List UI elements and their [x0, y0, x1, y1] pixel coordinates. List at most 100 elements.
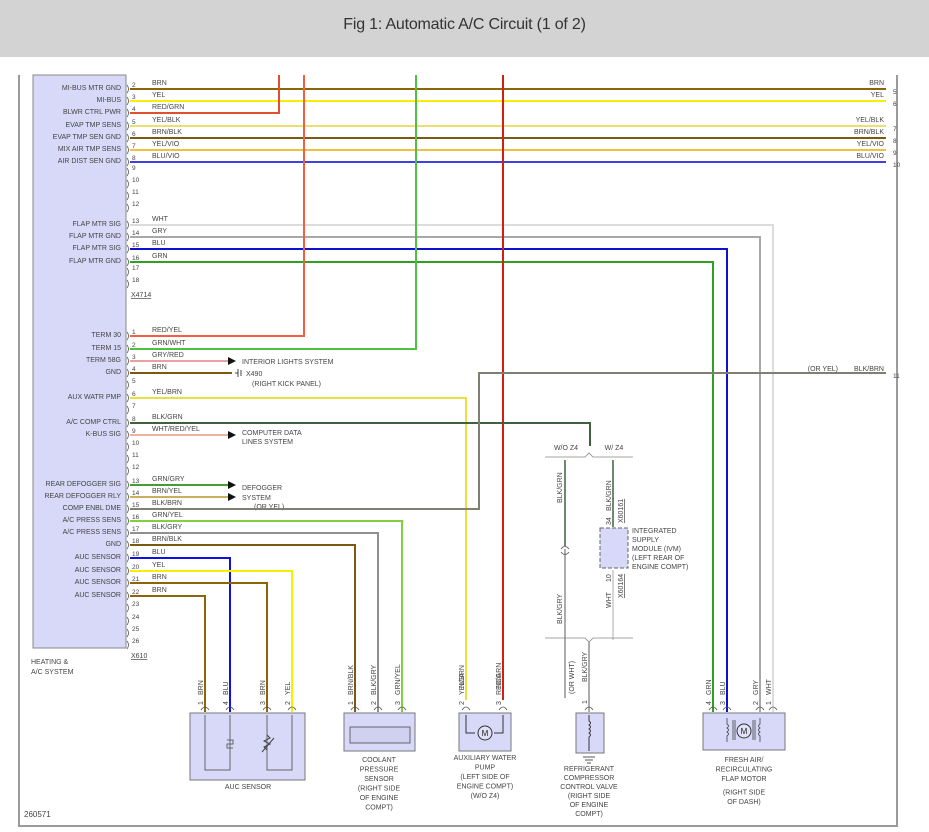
wire-color-label: GRN — [152, 253, 168, 260]
arrow-icon — [228, 431, 236, 439]
connector-joint-icon — [722, 706, 732, 711]
ivm-module-label: (LEFT REAR OF — [632, 555, 684, 562]
wire-color-label: GRN/WHT — [152, 340, 186, 347]
pin-number: 7 — [893, 126, 897, 133]
ground-id-label: X490 — [246, 371, 262, 378]
pin-function-label: K-BUS SIG — [86, 431, 121, 438]
pin-number: 3 — [260, 701, 267, 705]
wire-color-label: YEL/BRN — [459, 665, 466, 695]
pump-internal-circuit — [465, 715, 475, 734]
pin-number: 11 — [893, 373, 900, 380]
pin-number: 15 — [132, 242, 140, 249]
pin-number: 5 — [132, 119, 136, 126]
wire-color-label: WHT — [152, 216, 169, 223]
pin-function-label: FLAP MTR GND — [69, 233, 121, 240]
pin-function-label: BLWR CTRL PWR — [63, 109, 121, 116]
motor-symbol: M — [741, 727, 748, 736]
connector-joint-icon — [126, 516, 129, 526]
pin-number: 6 — [893, 101, 897, 108]
connector-joint-icon — [126, 232, 129, 242]
component-label: ENGINE COMPT) — [457, 784, 513, 791]
pin-number: 4 — [706, 701, 713, 705]
connector-joint-icon — [126, 528, 129, 538]
component-label: COMPT) — [575, 811, 603, 818]
connector-joint-icon — [126, 480, 129, 490]
connector-joint-icon — [126, 133, 129, 143]
wire-color-label: BLK/GRN — [152, 414, 183, 421]
nca-label: NCA — [459, 673, 466, 688]
pin-function-label: EVAP TMP SEN GND — [53, 134, 121, 141]
wire-color-label: GRN/YEL — [152, 512, 183, 519]
wire-color-label: BLK/GRY — [371, 664, 378, 695]
component-label: OF ENGINE — [570, 802, 609, 809]
wire-blu — [130, 557, 231, 712]
connector-joint-icon — [126, 418, 129, 428]
connector-joint-icon — [126, 405, 129, 415]
pin-function-label: AUX WATR PMP — [68, 394, 122, 401]
destination-label: LINES SYSTEM — [242, 439, 293, 446]
connector-joint-icon — [126, 121, 129, 131]
pin-number: 8 — [893, 138, 897, 145]
figure-header: Fig 1: Automatic A/C Circuit (1 of 2) — [0, 0, 929, 57]
wire-red-yel — [130, 75, 305, 337]
wire-color-label: GRN — [706, 679, 713, 695]
connector-joint-icon — [126, 179, 129, 189]
coil-icon — [726, 718, 736, 742]
pin-number: 1 — [582, 700, 589, 704]
connector-joint-icon — [287, 706, 297, 711]
pin-number: 2 — [753, 701, 760, 705]
wire-color-label: BRN — [869, 80, 884, 87]
pin-function-label: MI-BUS — [97, 97, 122, 104]
ground-location-label: (RIGHT KICK PANEL) — [252, 381, 321, 388]
ivm-module — [599, 527, 629, 569]
wire-color-label: WHT/RED/YEL — [152, 426, 200, 433]
connector-id: X610 — [131, 653, 147, 660]
connector-joint-icon — [126, 454, 129, 464]
component-label: REFRIGERANT — [564, 766, 615, 773]
wire-brn — [130, 582, 268, 712]
pin-function-label: A/C COMP CTRL — [66, 419, 121, 426]
connector-joint-icon — [126, 504, 129, 514]
diagram-frame — [18, 75, 898, 827]
wire-color-label: GRY — [152, 228, 167, 235]
component-label: AUC SENSOR — [225, 784, 271, 791]
pin-number: 2 — [132, 342, 136, 349]
pin-number: 18 — [132, 277, 140, 284]
ivm-module-label: ENGINE COMPT) — [632, 564, 688, 571]
wire-color-label: YEL/BLK — [856, 117, 885, 124]
figure-title: Fig 1: Automatic A/C Circuit (1 of 2) — [343, 16, 586, 33]
pin-number: 14 — [132, 230, 140, 237]
connector-joint-icon — [126, 203, 129, 213]
module-name: HEATING & — [31, 659, 69, 666]
wire-color-label: BRN/BLK — [854, 129, 884, 136]
connector-joint-icon — [126, 553, 129, 563]
pin-number: 22 — [132, 589, 140, 596]
thermistor-icon — [261, 734, 275, 753]
wire-color-label: YEL — [152, 92, 165, 99]
pin-number: 3 — [132, 94, 136, 101]
wire-color-label: BRN — [198, 680, 205, 695]
wire-color-label: BLK/BRN — [152, 500, 182, 507]
wire-color-label: BLU — [720, 681, 727, 695]
connector-joint-icon — [373, 706, 383, 711]
connector-joint-icon — [126, 368, 129, 378]
pin-function-label: REAR DEFOGGER RLY — [45, 493, 122, 500]
pin-number: 19 — [132, 551, 140, 558]
pin-number: 2 — [132, 82, 136, 89]
connector-joint-icon — [126, 591, 129, 601]
wire-color-label: BRN — [152, 364, 167, 371]
connector-joint-icon — [126, 442, 129, 452]
connector-joint-icon — [126, 331, 129, 341]
destination-label: INTERIOR LIGHTS SYSTEM — [242, 359, 334, 366]
connector-joint-icon — [225, 706, 235, 711]
connector-joint-icon — [461, 706, 471, 711]
pin-function-label: AIR DIST SEN GND — [58, 158, 121, 165]
pin-number: 2 — [459, 701, 466, 705]
branch-bracket — [545, 452, 633, 458]
wire-color-label: BRN — [152, 574, 167, 581]
pin-number: 17 — [132, 265, 140, 272]
connector-joint-icon — [498, 706, 508, 711]
wire-color-label: WHT — [766, 678, 773, 695]
destination-label: DEFOGGER — [242, 485, 282, 492]
pin-number: 16 — [132, 255, 140, 262]
